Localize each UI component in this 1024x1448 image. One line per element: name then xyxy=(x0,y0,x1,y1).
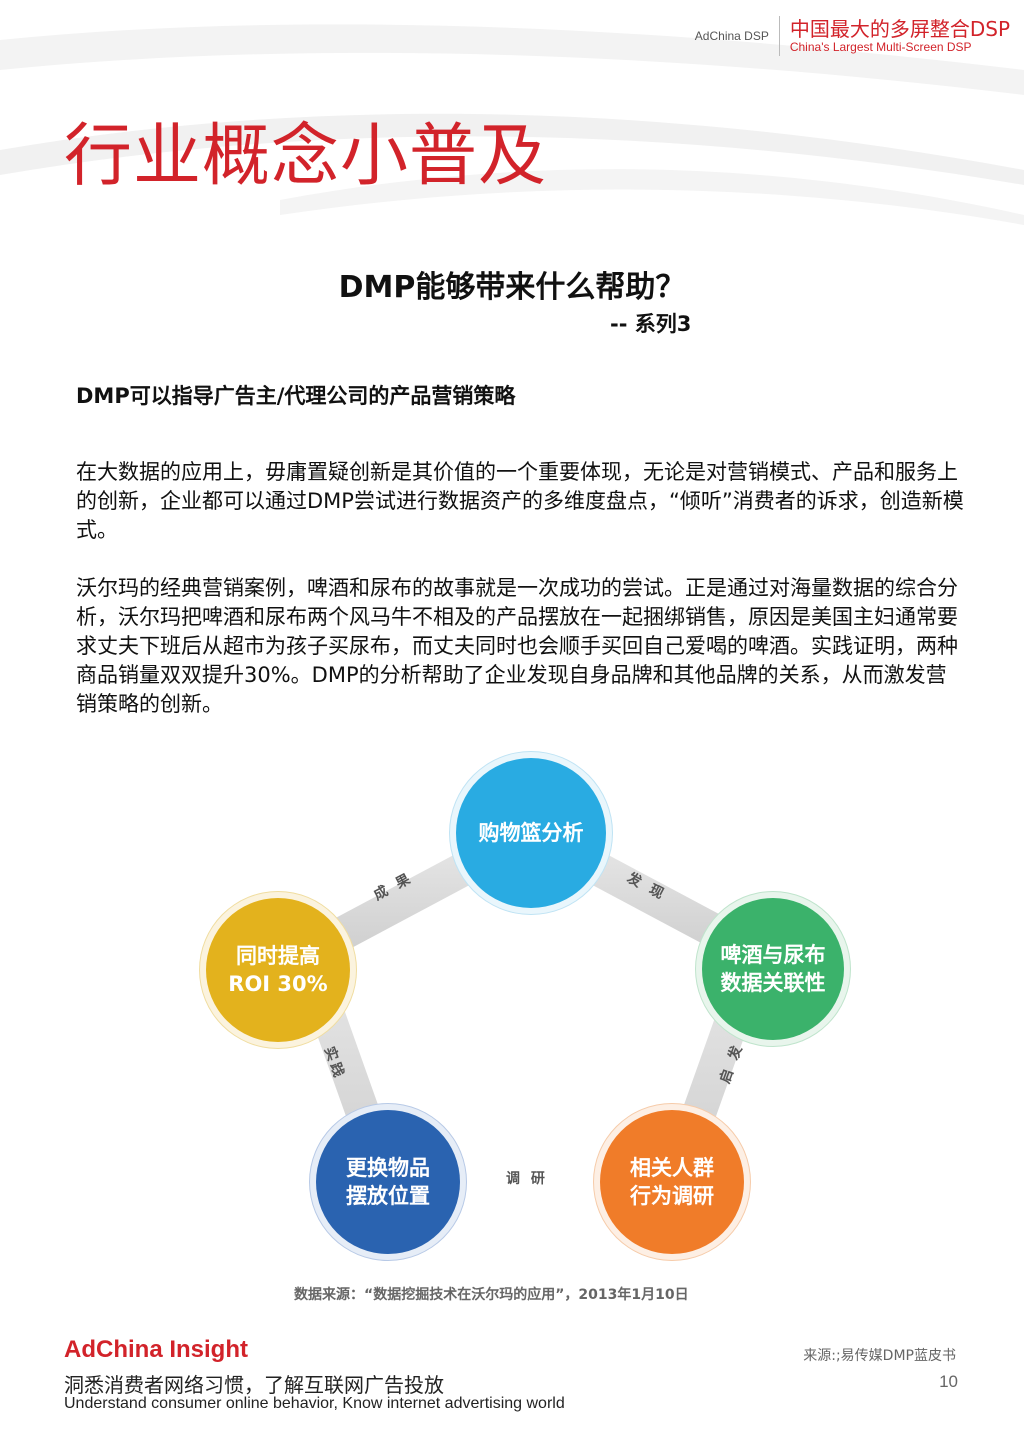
footer-slogan-en: Understand consumer online behavior, Kno… xyxy=(64,1395,565,1412)
brand-tagline-cn: 中国最大的多屏整合DSP xyxy=(789,17,1010,41)
page-number: 10 xyxy=(939,1372,958,1391)
footer-source: 来源:;易传媒DMP蓝皮书 xyxy=(803,1348,956,1364)
diagram-source-note: 数据来源：“数据挖掘技术在沃尔玛的应用”，2013年1月10日 xyxy=(294,1287,689,1303)
question-title: DMP能够带来什么帮助？ xyxy=(338,270,686,305)
node-change-placement: 更换物品 摆放位置 xyxy=(316,1110,460,1254)
node-beer-diaper-line1: 啤酒与尿布 xyxy=(720,943,826,967)
section-heading: DMP可以指导广告主/代理公司的产品营销策略 xyxy=(76,384,516,408)
footer-brand: AdChina Insight xyxy=(64,1336,248,1363)
node-roi-increase-line1: 同时提高 xyxy=(236,944,320,968)
cycle-diagram: 成 果 发 现 启 发 调 研 实践 购物篮分析 啤酒与尿布 数据关联性 相关人… xyxy=(186,748,846,1278)
node-basket-analysis-line1: 购物篮分析 xyxy=(478,821,584,845)
brand-tagline: 中国最大的多屏整合DSP China's Largest Multi-Scree… xyxy=(780,18,1010,54)
paragraph-walmart-case: 沃尔玛的经典营销案例，啤酒和尿布的故事就是一次成功的尝试。正是通过对海量数据的综… xyxy=(76,576,958,716)
node-beer-diaper: 啤酒与尿布 数据关联性 xyxy=(702,898,844,1040)
footer-slogan-cn: 洞悉消费者网络习惯，了解互联网广告投放 xyxy=(64,1373,444,1397)
node-roi-increase: 同时提高 ROI 30% xyxy=(206,898,350,1042)
node-audience-research-line1: 相关人群 xyxy=(630,1156,714,1180)
node-beer-diaper-line2: 数据关联性 xyxy=(720,971,826,995)
brand-small-label: AdChina DSP xyxy=(695,16,780,56)
question-title-block: DMP能够带来什么帮助？ xyxy=(0,262,1024,306)
node-basket-analysis: 购物篮分析 xyxy=(456,758,606,908)
node-change-placement-line2: 摆放位置 xyxy=(346,1184,430,1208)
node-roi-increase-line2: ROI 30% xyxy=(228,972,328,996)
brand-tagline-en: China's Largest Multi-Screen DSP xyxy=(789,40,972,54)
connector-label-research: 调 研 xyxy=(506,1171,548,1187)
series-label: -- 系列3 xyxy=(610,312,692,336)
paragraph-innovation: 在大数据的应用上，毋庸置疑创新是其价值的一个重要体现，无论是对营销模式、产品和服… xyxy=(76,460,964,542)
node-audience-research-line2: 行为调研 xyxy=(630,1184,714,1208)
page-heading: 行业概念小普及 xyxy=(64,117,548,196)
header-brand: AdChina DSP 中国最大的多屏整合DSP China's Largest… xyxy=(695,14,1010,58)
node-change-placement-line1: 更换物品 xyxy=(346,1156,430,1180)
node-audience-research: 相关人群 行为调研 xyxy=(600,1110,744,1254)
